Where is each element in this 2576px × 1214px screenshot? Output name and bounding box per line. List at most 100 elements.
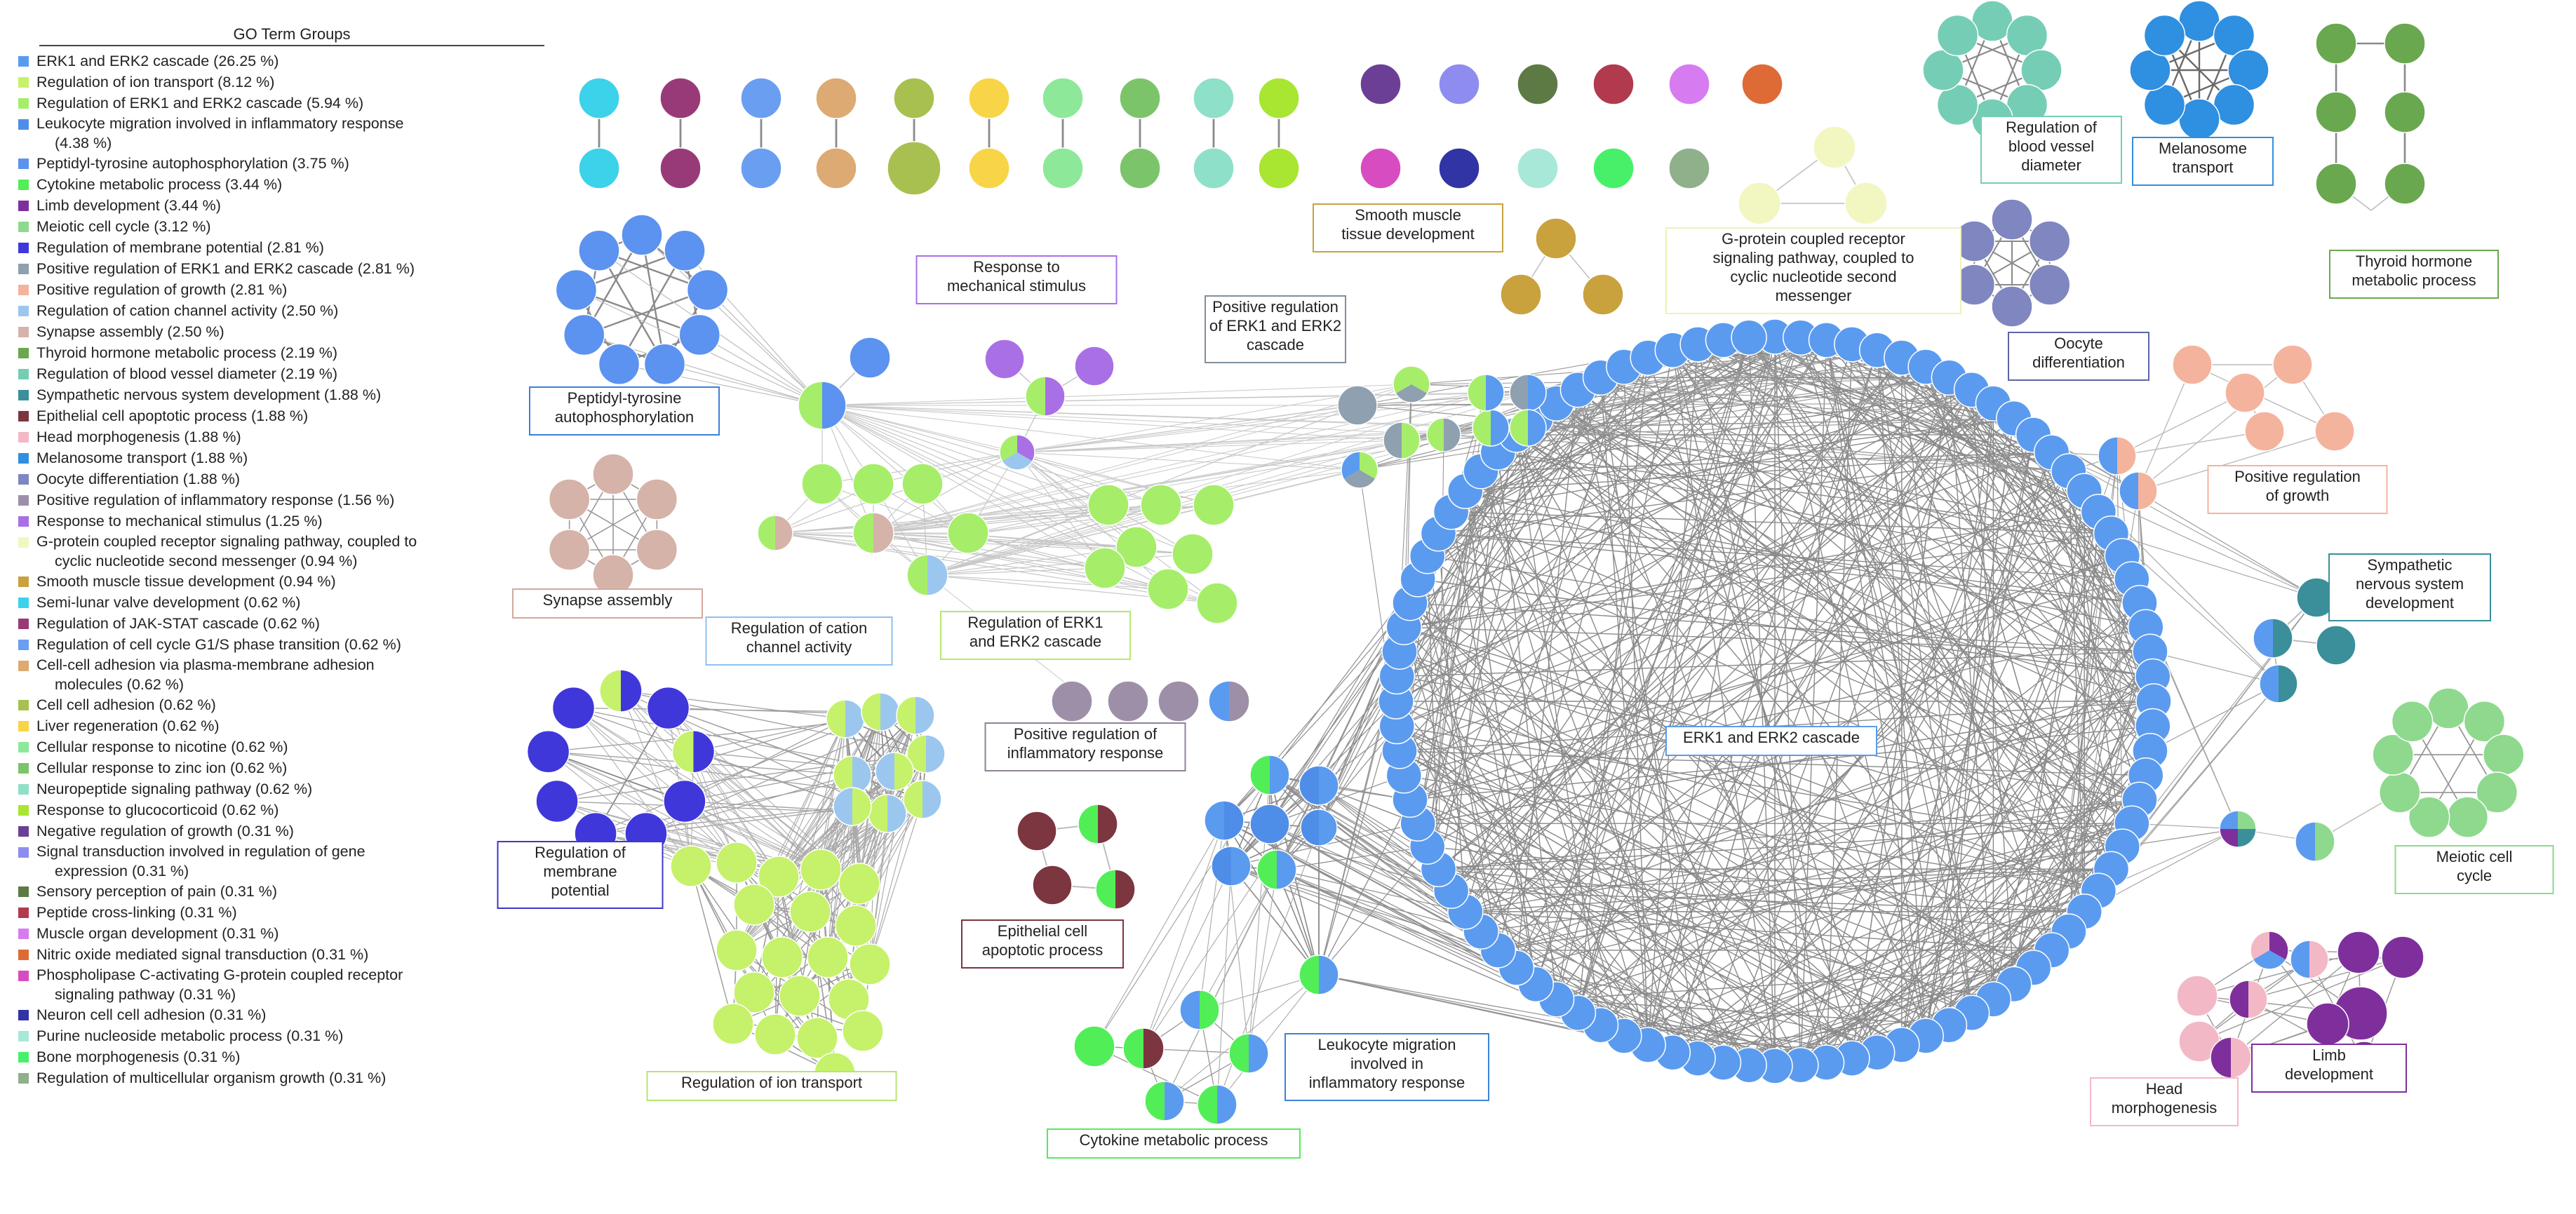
network-edge — [2013, 533, 2112, 985]
network-node — [659, 147, 702, 189]
network-node — [678, 313, 721, 356]
network-node — [1078, 804, 1118, 844]
legend-swatch — [18, 264, 29, 274]
network-node — [716, 929, 758, 971]
legend-item-label: Phospholipase C-activating G-protein cou… — [36, 966, 403, 983]
network-edge — [1515, 434, 1776, 1067]
network-node — [2143, 14, 2186, 57]
network-edge — [1723, 950, 2052, 1063]
network-edge — [966, 504, 1109, 535]
legend-item: Negative regulation of growth (0.31 %) — [18, 821, 551, 842]
legend-swatch — [18, 285, 29, 295]
network-edge — [1318, 785, 1776, 1067]
network-node — [1500, 274, 1542, 316]
network-node — [1509, 374, 1547, 412]
network-node — [2314, 411, 2355, 452]
network-edge — [1397, 471, 2069, 727]
legend-item: Purine nucleoside metabolic process (0.3… — [18, 1025, 551, 1046]
network-edge — [1395, 701, 1950, 1026]
legend-swatch — [18, 700, 29, 710]
network-node — [833, 755, 872, 795]
network-edge — [1396, 726, 1673, 1053]
network-node — [1147, 568, 1189, 610]
network-edge — [1516, 434, 2154, 727]
network-edge — [1465, 490, 1853, 1059]
legend-swatch — [18, 742, 29, 753]
network-edge — [1672, 349, 2133, 824]
network-edge — [1451, 868, 2112, 891]
network-node — [671, 730, 716, 774]
network-edge — [1465, 357, 1903, 912]
network-edge — [1276, 869, 1465, 912]
network-edge — [1451, 890, 2085, 912]
network-edge — [1216, 974, 1320, 1105]
network-node — [1517, 147, 1559, 189]
network-edge — [1438, 823, 2132, 870]
network-edge — [1535, 337, 1750, 985]
network-edge — [1826, 846, 2123, 1063]
cluster-label-box — [497, 841, 664, 909]
network-node — [1158, 680, 1200, 722]
cluster-label: Regulation of ion transport — [681, 1074, 862, 1091]
network-edge — [1417, 336, 1776, 580]
legend-item-label: Leukocyte migration involved in inflamma… — [36, 115, 404, 132]
network-node — [659, 77, 702, 119]
network-edge — [1498, 452, 2112, 534]
network-node — [2384, 91, 2426, 133]
legend-item-label: Sensory perception of pain (0.31 %) — [36, 883, 278, 900]
network-node — [1119, 147, 1161, 189]
network-edge — [2149, 683, 2279, 752]
network-node — [807, 936, 849, 978]
cluster-label-box — [2328, 553, 2491, 621]
legend-item: Neuron cell cell adhesion (0.31 %) — [18, 1004, 551, 1025]
network-edge — [1901, 357, 2151, 752]
network-node — [1228, 1033, 1269, 1074]
network-node — [2250, 931, 2289, 970]
network-edge — [1094, 1046, 1249, 1054]
network-edge — [1403, 627, 1499, 951]
network-edge — [927, 392, 1529, 576]
network-edge — [1437, 418, 1536, 870]
network-node — [551, 686, 596, 730]
cluster-label-box — [1665, 726, 1877, 756]
legend-item-label: Positive regulation of growth (2.81 %) — [36, 281, 288, 298]
legend-swatch — [18, 886, 29, 897]
network-edge — [1971, 389, 2015, 985]
cluster-label: ERK1 and ERK2 cascade — [1683, 729, 1860, 746]
cluster-label-box — [940, 611, 1131, 660]
network-edge — [1647, 344, 1853, 1046]
network-edge — [927, 574, 1169, 590]
network-node — [849, 943, 891, 985]
network-node — [1300, 809, 1338, 847]
network-node — [1426, 417, 1461, 452]
legend-swatch — [18, 929, 29, 939]
network-edge — [873, 452, 1018, 534]
network-edge — [1418, 701, 2154, 824]
network-node — [887, 141, 941, 196]
network-edge — [1399, 651, 2034, 969]
network-edge — [1877, 823, 2133, 1053]
legend-item: Positive regulation of inflammatory resp… — [18, 490, 551, 511]
network-edge — [1276, 676, 1397, 870]
legend-swatch — [18, 201, 29, 211]
network-node — [1115, 526, 1158, 568]
network-edge — [1901, 434, 2034, 1046]
legend-item: Response to mechanical stimulus (1.25 %) — [18, 511, 551, 532]
network-node — [733, 884, 775, 926]
network-node — [1249, 755, 1290, 795]
network-edge — [1948, 626, 2147, 1026]
network-edge — [1318, 785, 1673, 1053]
network-edge — [1577, 337, 1802, 1013]
legend-item: Signal transduction involved in regulati… — [18, 842, 551, 881]
network-edge — [1427, 846, 1877, 1053]
network-edge — [1017, 452, 1137, 548]
network-node — [1042, 77, 1084, 119]
network-edge — [1536, 417, 2123, 557]
network-edge — [664, 363, 823, 406]
network-node — [2295, 821, 2335, 862]
network-edge — [1397, 725, 2034, 969]
network-edge — [1527, 392, 2014, 419]
